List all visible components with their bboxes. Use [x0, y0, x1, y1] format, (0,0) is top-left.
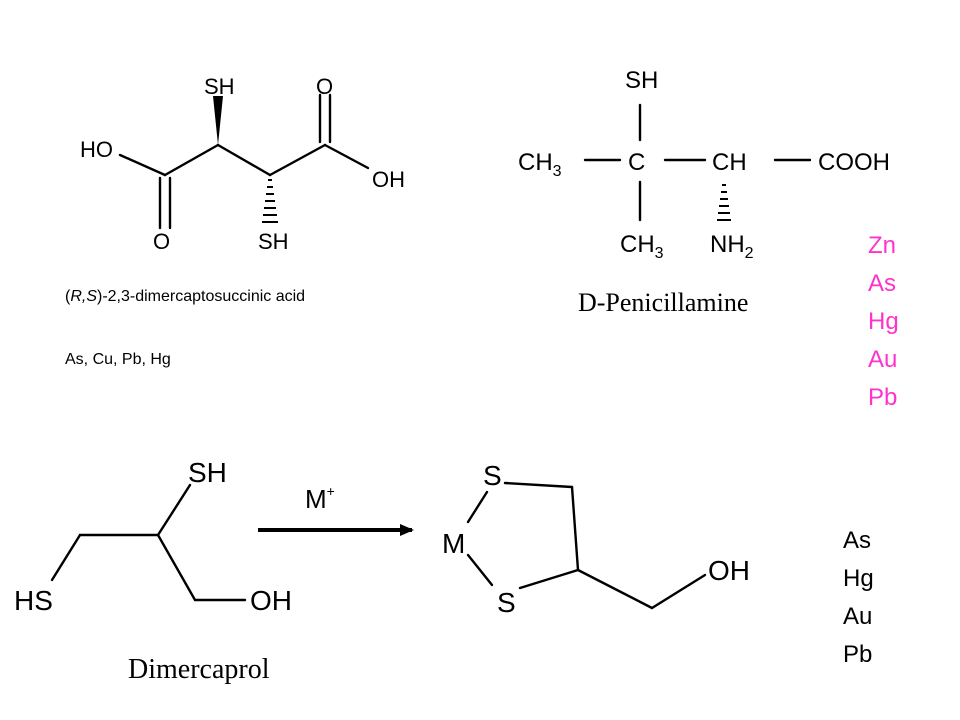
dim-metal-as: As [843, 527, 871, 554]
dimercaprol-atom-sh: SH [188, 457, 227, 488]
hash-bond-nh2 [717, 184, 731, 221]
dimercaprol-atom-hs: HS [14, 585, 53, 616]
bond-c2-c3 [156, 533, 197, 602]
dim-metal-pb: Pb [843, 641, 872, 668]
wedge-bond-sh [213, 96, 223, 145]
dim-metal-hg: Hg [843, 565, 874, 592]
dmsa-atom-ho: HO [80, 137, 113, 162]
dmsa-structure: SH O HO OH O SH [80, 74, 405, 254]
pen-atom-ch: CH [712, 149, 747, 176]
bond-ho-c1 [118, 153, 167, 177]
dmsa-atom-sh-top: SH [204, 74, 235, 99]
bond-c2-sh [156, 483, 192, 537]
bond-ch2-oh [650, 573, 707, 610]
pen-metal-zn: Zn [868, 232, 896, 259]
dmsa-metals: As, Cu, Pb, Hg [65, 351, 171, 368]
pen-metal-hg: Hg [868, 308, 899, 335]
bond-c1-c2 [163, 143, 220, 177]
dmsa-atom-o-top: O [316, 74, 333, 99]
dmsa-atom-sh-bottom: SH [258, 229, 289, 254]
bond-s-ch2 [503, 481, 574, 489]
bond-c3-c4 [268, 143, 327, 177]
pen-atom-c: C [628, 149, 645, 176]
penicillamine-metals-list: Zn As Hg Au Pb [868, 232, 899, 411]
chelate-product-structure: S M S OH [442, 460, 750, 618]
dmsa-atom-oh: OH [372, 167, 405, 192]
dim-metal-au: Au [843, 603, 872, 630]
product-atom-s-bottom: S [497, 587, 516, 618]
penicillamine-structure: SH CH3 C CH COOH CH3 NH2 [518, 67, 890, 262]
product-atom-s-top: S [483, 460, 502, 491]
product-atom-oh: OH [708, 555, 750, 586]
bond-ch-s [518, 568, 580, 590]
pen-atom-ch3-left: CH3 [518, 149, 562, 180]
dmsa-bonds [118, 93, 370, 230]
bond-m-s-bottom [466, 553, 494, 587]
pen-metal-pb: Pb [868, 384, 897, 411]
pen-metal-au: Au [868, 346, 897, 373]
pen-metal-as: As [868, 270, 896, 297]
dimercaprol-structure: SH HS OH [14, 457, 292, 616]
reagent-label: M+ [305, 483, 335, 514]
bond-ch-ch2 [576, 568, 654, 610]
hash-bond-sh [262, 179, 278, 223]
bond-hs-c1 [50, 533, 82, 582]
bond-c4-oh [323, 143, 370, 170]
dimercaprol-name: Dimercaprol [128, 654, 270, 685]
bond-c2-c3 [216, 143, 272, 177]
dimercaprol-atom-oh: OH [250, 585, 292, 616]
penicillamine-name: D-Penicillamine [578, 288, 748, 317]
bond-m-s-top [466, 490, 489, 524]
pen-atom-nh2: NH2 [710, 231, 754, 262]
pen-atom-ch3-bottom: CH3 [620, 231, 664, 262]
dmsa-atom-o-bottom: O [153, 229, 170, 254]
dmsa-name: (R,S)-2,3-dimercaptosuccinic acid [65, 288, 305, 305]
pen-atom-sh: SH [625, 67, 658, 94]
bond-ch2-ch [570, 485, 580, 572]
pen-atom-cooh: COOH [818, 149, 890, 176]
product-atom-m: M [442, 528, 465, 559]
dimercaprol-metals-list: As Hg Au Pb [843, 527, 874, 668]
